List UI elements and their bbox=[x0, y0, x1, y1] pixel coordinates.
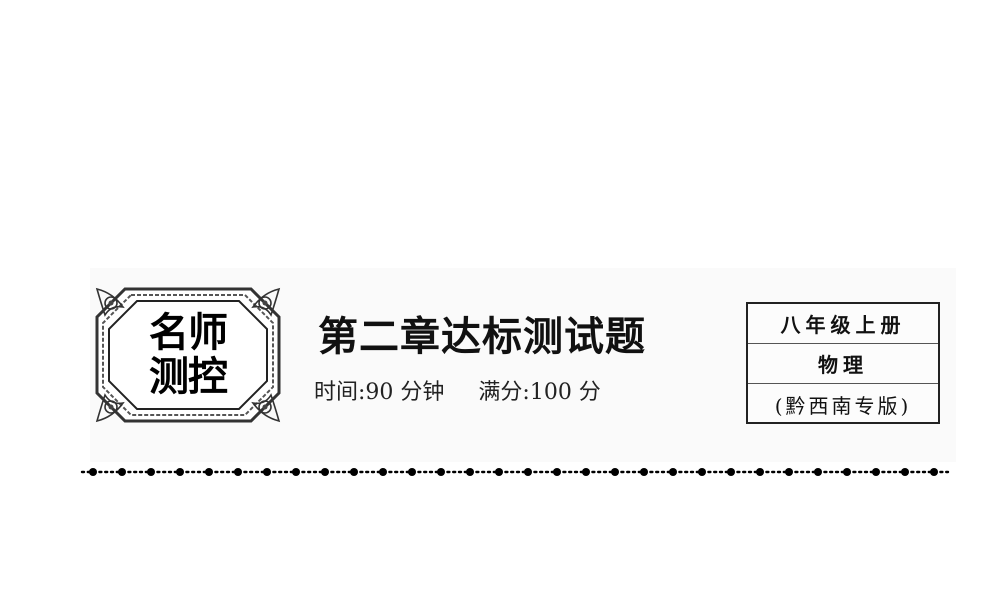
dotted-divider bbox=[80, 468, 950, 476]
grade-label: 八年级上册 bbox=[748, 304, 938, 344]
divider-dots-icon bbox=[89, 468, 938, 476]
badge-line-2: 测控 bbox=[149, 354, 228, 400]
edition-info-box: 八年级上册 物理 (黔西南专版) bbox=[746, 302, 940, 424]
time-limit: 时间:90 分钟 bbox=[314, 380, 445, 405]
full-score: 满分:100 分 bbox=[478, 380, 601, 405]
edition-label: (黔西南专版) bbox=[774, 393, 912, 418]
badge-line-1: 名师 bbox=[149, 310, 228, 356]
ornamental-frame-icon bbox=[95, 287, 281, 423]
subject-label: 物理 bbox=[748, 344, 938, 384]
exam-meta: 时间:90 分钟 满分:100 分 bbox=[314, 378, 601, 408]
teacher-badge: 名师 测控 bbox=[93, 285, 283, 425]
page-title: 第二章达标测试题 bbox=[318, 313, 646, 360]
